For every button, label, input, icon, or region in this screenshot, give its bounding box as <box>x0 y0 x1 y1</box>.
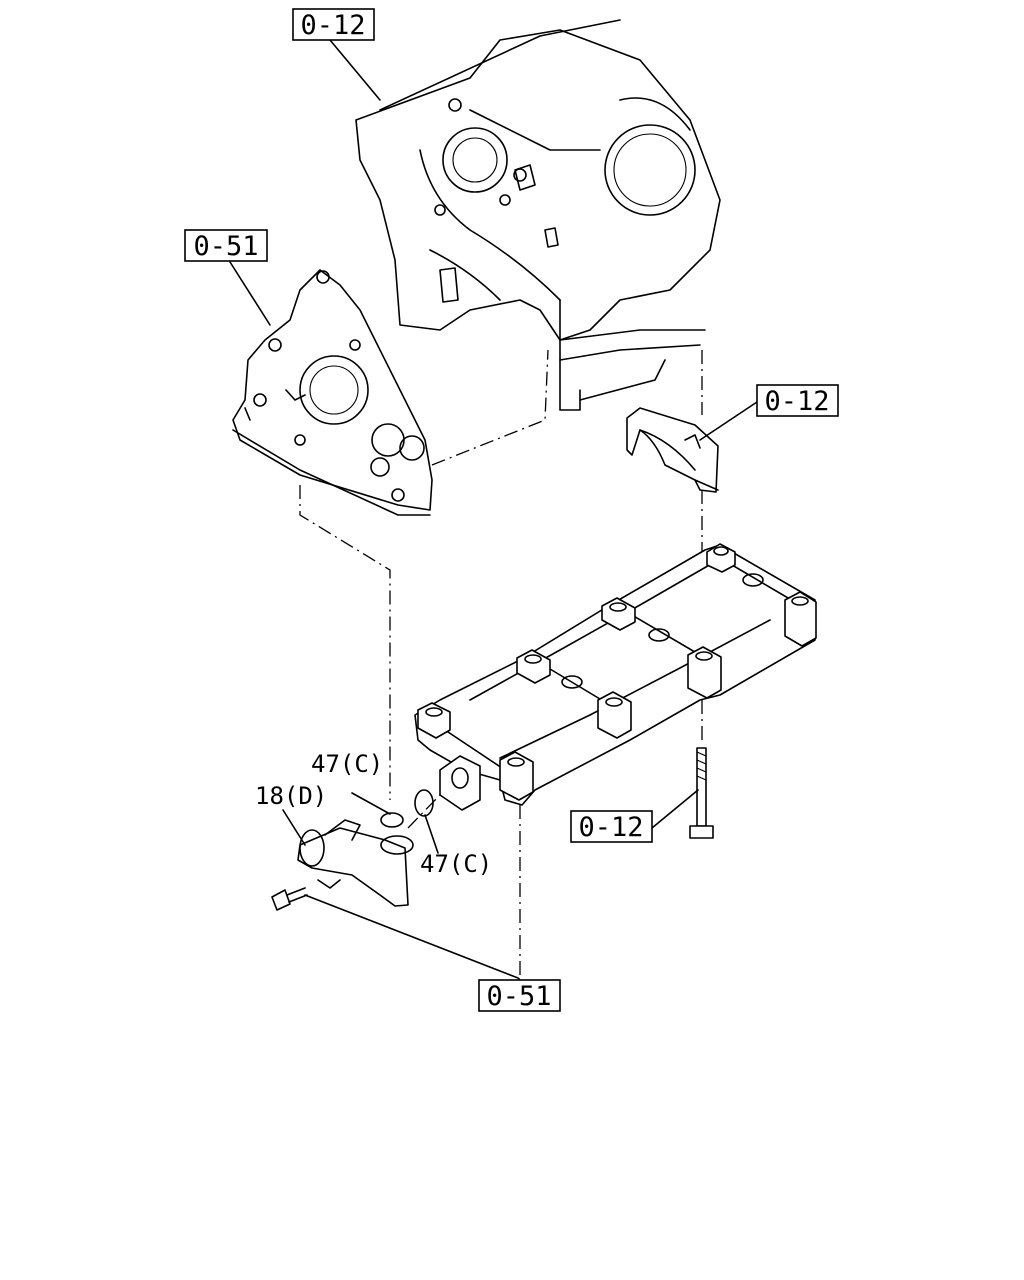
leader-bearing-cap <box>699 399 761 441</box>
leader-front-cover <box>229 261 271 326</box>
bearing-cap <box>626 407 719 493</box>
ref-box-bolt[interactable]: 0-12 <box>570 810 653 843</box>
ref-label-front-cover: 0-51 <box>193 231 258 262</box>
ref-box-bearing-cap[interactable]: 0-12 <box>756 384 839 417</box>
leader-pipe-ref <box>304 894 521 981</box>
oil-strainer-pipe <box>297 819 414 907</box>
part-label-oring-upper: 47(C) <box>311 750 383 778</box>
ref-label-bolt: 0-12 <box>578 812 643 843</box>
centerline-cover-to-block <box>431 349 549 466</box>
flange-bolt <box>271 887 308 911</box>
part-label-oring-lower: 47(C) <box>420 850 492 878</box>
centerline-pipe-to-frame <box>407 794 441 829</box>
oring-lower <box>414 789 434 817</box>
leader-block-top <box>329 39 381 101</box>
ref-box-block-top[interactable]: 0-12 <box>292 8 375 41</box>
ref-label-block-top: 0-12 <box>300 10 365 41</box>
leader-pipe <box>282 809 306 846</box>
leader-bolt <box>651 789 699 829</box>
ref-label-bearing-cap: 0-12 <box>764 386 829 417</box>
centerline-cover-to-oring <box>299 485 391 800</box>
ladder-frame <box>414 543 817 806</box>
front-cover-oil-pump <box>232 269 433 516</box>
ref-label-pipe: 0-51 <box>486 981 551 1012</box>
ref-box-front-cover[interactable]: 0-51 <box>184 229 268 262</box>
oring-upper <box>380 812 404 828</box>
part-label-pipe: 18(D) <box>255 782 327 810</box>
frame-bosses <box>417 543 817 801</box>
pipe-flange-on-frame <box>439 755 481 811</box>
ref-box-pipe[interactable]: 0-51 <box>478 979 561 1012</box>
cylinder-block <box>355 19 721 411</box>
frame-bolt <box>689 747 714 839</box>
leader-oring-upper <box>351 792 391 815</box>
leader-oring-lower <box>424 814 439 854</box>
